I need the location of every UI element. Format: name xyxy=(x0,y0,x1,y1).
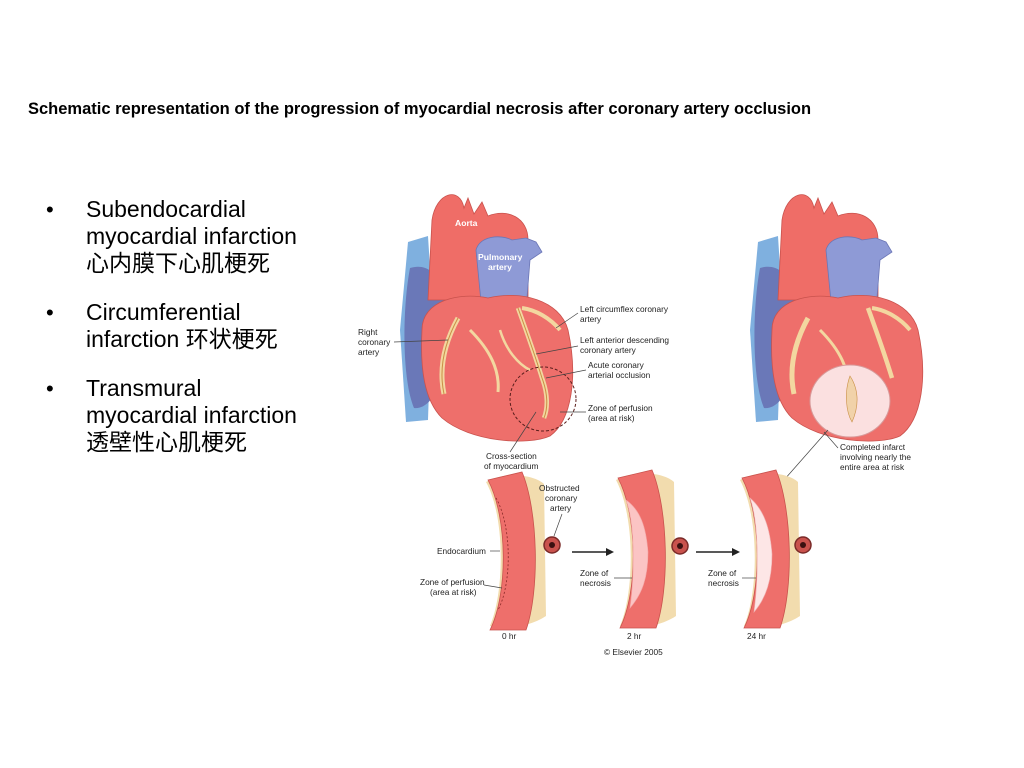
copyright: © Elsevier 2005 xyxy=(604,647,663,657)
section-2hr: Zone of necrosis 2 hr xyxy=(580,469,689,641)
lad-label-2: coronary artery xyxy=(580,345,637,355)
time-0: 0 hr xyxy=(502,631,517,641)
perfusion-label-2: (area at risk) xyxy=(588,413,635,423)
section-0hr: Obstructed coronary artery Endocardium Z… xyxy=(420,471,580,641)
heart-acute: Aorta Pulmonary artery Right coronary ar… xyxy=(358,194,669,471)
bullet-dot: • xyxy=(46,300,54,325)
time-24: 24 hr xyxy=(747,631,766,641)
heart-completed xyxy=(750,194,924,442)
bullet-dot: • xyxy=(46,197,54,222)
time-2: 2 hr xyxy=(627,631,642,641)
bullet-subendocardial: • Subendocardial myocardial infarction 心… xyxy=(40,196,315,277)
bullet-dot: • xyxy=(46,376,54,401)
heart-body xyxy=(421,295,574,442)
completed-infarct-label-2: involving nearly the xyxy=(840,452,911,462)
necrosis24-label-1: Zone of xyxy=(708,568,737,578)
zone-perfusion-label-2: (area at risk) xyxy=(430,587,477,597)
perfusion-zone-dashed xyxy=(509,366,577,432)
rca-label-2: coronary xyxy=(358,337,391,347)
necrosis2-label-1: Zone of xyxy=(580,568,609,578)
rca-label-3: artery xyxy=(358,347,380,357)
necrosis-figure: Aorta Pulmonary artery Right coronary ar… xyxy=(350,180,970,670)
section-24hr: Zone of necrosis 24 hr xyxy=(708,469,812,641)
lad-label-1: Left anterior descending xyxy=(580,335,669,345)
necrosis-diagram: Aorta Pulmonary artery Right coronary ar… xyxy=(358,194,924,657)
obstructed-label-3: artery xyxy=(550,503,572,513)
pulmonary-label-2: artery xyxy=(488,262,512,272)
pulmonary-label-1: Pulmonary xyxy=(478,252,523,262)
bullet-text: Circumferential infarction 环状梗死 xyxy=(86,299,278,352)
necrosis24-label-2: necrosis xyxy=(708,578,739,588)
slide-title: Schematic representation of the progress… xyxy=(28,100,812,118)
endocardium-label: Endocardium xyxy=(437,546,486,556)
lcx-label-1: Left circumflex coronary xyxy=(580,304,669,314)
aorta-label: Aorta xyxy=(455,218,478,228)
rca-label-1: Right xyxy=(358,327,378,337)
necrosis2-label-2: necrosis xyxy=(580,578,611,588)
completed-infarct-label-3: entire area at risk xyxy=(840,462,905,472)
lcx-label-2: artery xyxy=(580,314,602,324)
bullet-list: • Subendocardial myocardial infarction 心… xyxy=(40,196,315,478)
cross-section-label-2: of myocardium xyxy=(484,461,538,471)
obstructed-label-2: coronary xyxy=(545,493,578,503)
occlusion-label-2: arterial occlusion xyxy=(588,370,651,380)
bullet-transmural: • Transmural myocardial infarction 透壁性心肌… xyxy=(40,375,315,456)
bullet-circumferential: • Circumferential infarction 环状梗死 xyxy=(40,299,315,353)
perfusion-label-1: Zone of perfusion xyxy=(588,403,653,413)
zone-perfusion-label-1: Zone of perfusion xyxy=(420,577,485,587)
bullet-text: Transmural myocardial infarction 透壁性心肌梗死 xyxy=(86,375,297,455)
obstructed-label-1: Obstructed xyxy=(539,483,580,493)
pulmonary-artery xyxy=(475,236,543,313)
occlusion-label-1: Acute coronary xyxy=(588,360,645,370)
bullet-text: Subendocardial myocardial infarction 心内膜… xyxy=(86,196,297,276)
completed-infarct-label-1: Completed infarct xyxy=(840,442,906,452)
cross-section-label-1: Cross-section xyxy=(486,451,537,461)
